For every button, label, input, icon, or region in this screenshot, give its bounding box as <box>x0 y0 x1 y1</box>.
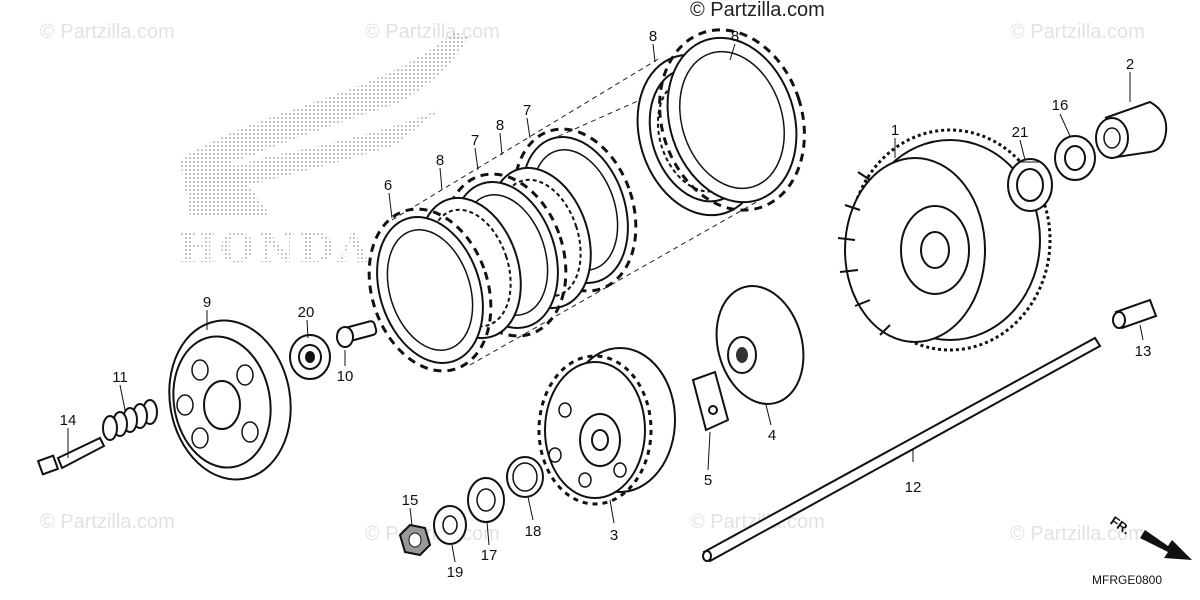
callout-16[interactable]: 16 <box>1052 97 1069 114</box>
watermark-group: © Partzilla.com © Partzilla.com © Partzi… <box>40 0 1145 545</box>
watermark-text-main: © Partzilla.com <box>690 0 825 21</box>
callout-19[interactable]: 19 <box>447 564 464 581</box>
part-18-washer[interactable] <box>506 456 544 498</box>
part-8-friction-disc-top[interactable] <box>637 11 827 229</box>
svg-text:HONDA: HONDA <box>178 225 373 272</box>
callout-15[interactable]: 15 <box>402 492 419 509</box>
callout-7[interactable]: 7 <box>471 132 479 149</box>
part-21-needle-bearing[interactable] <box>1007 158 1053 212</box>
callout-2[interactable]: 2 <box>1126 56 1134 73</box>
callout-18[interactable]: 18 <box>525 523 542 540</box>
callout-3[interactable]: 3 <box>610 527 618 544</box>
callout-8[interactable]: 8 <box>649 28 657 45</box>
callout-8[interactable]: 8 <box>436 152 444 169</box>
honda-wing-logo: HONDA <box>178 30 468 272</box>
leader-lines <box>67 43 1144 563</box>
callout-11[interactable]: 11 <box>112 369 128 386</box>
callout-7[interactable]: 7 <box>523 102 531 119</box>
callout-21[interactable]: 21 <box>1012 124 1029 141</box>
callout-12[interactable]: 12 <box>905 479 922 496</box>
watermark-text: © Partzilla.com <box>40 511 175 533</box>
watermark-text: © Partzilla.com <box>40 21 175 43</box>
part-20-bearing[interactable] <box>289 334 331 380</box>
callout-6[interactable]: 6 <box>384 177 392 194</box>
part-6-friction-disc[interactable] <box>349 193 511 387</box>
part-16-washer[interactable] <box>1054 135 1096 181</box>
callout-4[interactable]: 4 <box>768 427 776 444</box>
callout-13[interactable]: 13 <box>1135 343 1152 360</box>
part-12-pushrod[interactable] <box>702 336 1102 563</box>
callout-14[interactable]: 14 <box>60 412 77 429</box>
part-11-clutch-spring[interactable] <box>102 399 158 441</box>
callout-10[interactable]: 10 <box>337 368 354 385</box>
callout-labels: 1 2 3 4 5 6 7 7 8 8 8 8 9 10 11 12 13 14… <box>60 28 1152 581</box>
assembly-guide-lines <box>391 57 761 366</box>
part-5-slide-piece[interactable] <box>691 370 730 432</box>
watermark-text: © Partzilla.com <box>1010 21 1145 43</box>
watermark-text: © Partzilla.com <box>365 21 500 43</box>
diagram-code: MFRGE0800 <box>1092 573 1162 587</box>
callout-1[interactable]: 1 <box>891 122 899 139</box>
callout-5[interactable]: 5 <box>704 472 712 489</box>
callout-9[interactable]: 9 <box>203 294 211 311</box>
part-19-washer[interactable] <box>433 505 467 545</box>
callout-17[interactable]: 17 <box>481 547 498 564</box>
part-1-clutch-outer[interactable] <box>837 128 1052 352</box>
part-2-bushing[interactable] <box>1095 100 1168 159</box>
part-13-collar[interactable] <box>1112 298 1158 330</box>
part-10-lifter-piece[interactable] <box>336 320 378 348</box>
part-3-clutch-center[interactable] <box>537 347 676 506</box>
callout-8[interactable]: 8 <box>496 117 504 134</box>
part-14-bolt[interactable] <box>36 436 106 476</box>
part-4-lifter-plate[interactable] <box>704 276 816 414</box>
part-15-lock-nut[interactable] <box>398 523 432 557</box>
watermark-text: © Partzilla.com <box>1010 523 1145 545</box>
callout-8[interactable]: 8 <box>731 28 739 45</box>
callout-20[interactable]: 20 <box>298 304 315 321</box>
direction-arrow-icon <box>1140 530 1192 560</box>
watermark-text: © Partzilla.com <box>365 523 500 545</box>
part-9-pressure-plate[interactable] <box>157 311 303 489</box>
part-17-lock-washer[interactable] <box>467 477 505 523</box>
